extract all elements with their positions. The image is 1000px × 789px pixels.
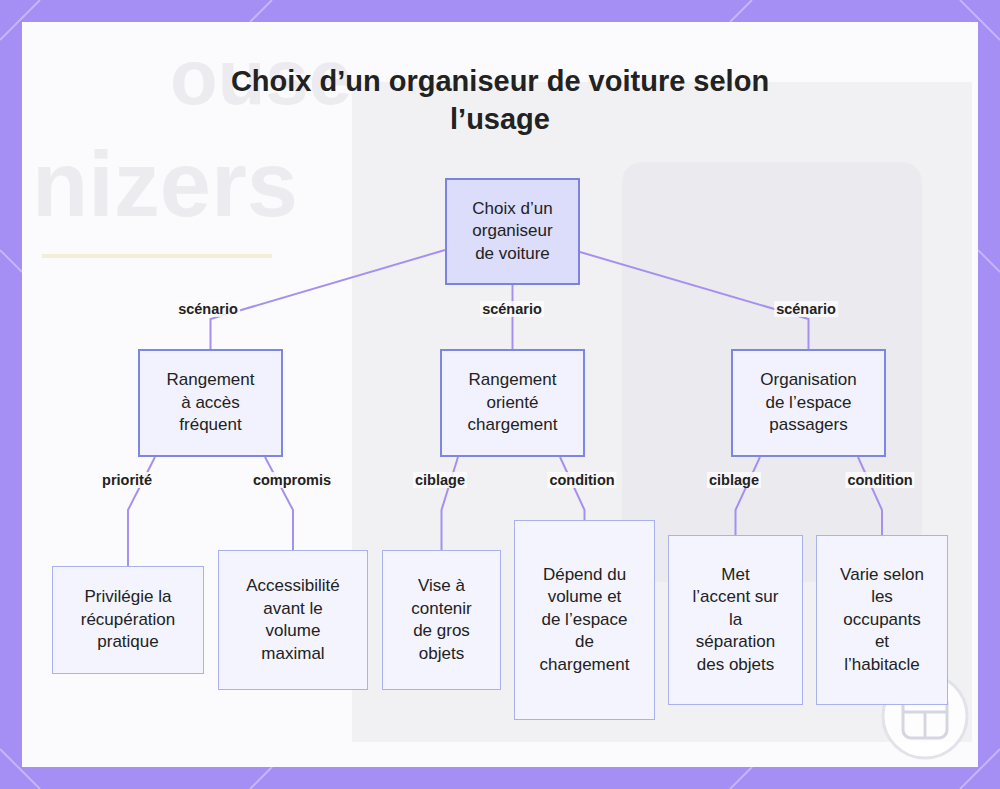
connector-line bbox=[211, 250, 446, 349]
edge-label: condition bbox=[845, 472, 914, 488]
node-text: Varie selon les occupants et l’habitacle bbox=[840, 564, 924, 677]
edge-label: ciblage bbox=[413, 472, 467, 488]
connector-line bbox=[736, 457, 761, 535]
detail-box: Accessibilité avant le volume maximal bbox=[218, 550, 368, 690]
scenario-box: Organisation de l’espace passagers bbox=[731, 349, 886, 457]
connector-line bbox=[265, 457, 293, 550]
node-text: Choix d’un organiseur de voiture bbox=[465, 198, 561, 266]
detail-box: Dépend du volume et de l’espace de charg… bbox=[514, 520, 655, 720]
node-text: Vise à contenir de gros objets bbox=[404, 575, 480, 665]
node-text: Rangement à accès fréquent bbox=[163, 369, 258, 437]
edge-label: priorité bbox=[100, 472, 154, 488]
edge-label: scénario bbox=[774, 301, 838, 317]
scenario-box: Rangement à accès fréquent bbox=[138, 349, 283, 457]
detail-box: Privilégie la récupération pratique bbox=[52, 566, 204, 674]
edge-label: scénario bbox=[480, 301, 544, 317]
scenario-box: Rangement orienté chargement bbox=[440, 349, 585, 457]
edge-label: condition bbox=[547, 472, 616, 488]
edge-label: scénario bbox=[176, 301, 240, 317]
node-text: Dépend du volume et de l’espace de charg… bbox=[537, 564, 633, 677]
connector-line bbox=[442, 457, 459, 550]
detail-box: Varie selon les occupants et l’habitacle bbox=[816, 535, 948, 705]
node-text: Accessibilité avant le volume maximal bbox=[242, 575, 344, 665]
detail-box: Met l’accent sur la séparation des objet… bbox=[668, 535, 803, 705]
watermark-text: nizers bbox=[32, 132, 298, 237]
node-text: Rangement orienté chargement bbox=[462, 369, 564, 437]
connector-line bbox=[512, 285, 513, 349]
node-text: Privilégie la récupération pratique bbox=[72, 586, 184, 654]
edge-label: compromis bbox=[251, 472, 333, 488]
detail-box: Vise à contenir de gros objets bbox=[382, 550, 501, 690]
node-text: Organisation de l’espace passagers bbox=[753, 369, 865, 437]
connector-line bbox=[560, 457, 585, 520]
root-box: Choix d’un organiseur de voiture bbox=[445, 178, 580, 285]
connector-line bbox=[858, 457, 882, 535]
node-text: Met l’accent sur la séparation des objet… bbox=[693, 564, 779, 677]
edge-label: ciblage bbox=[707, 472, 761, 488]
diagram-title: Choix d’un organiseur de voiture selon l… bbox=[200, 62, 800, 138]
